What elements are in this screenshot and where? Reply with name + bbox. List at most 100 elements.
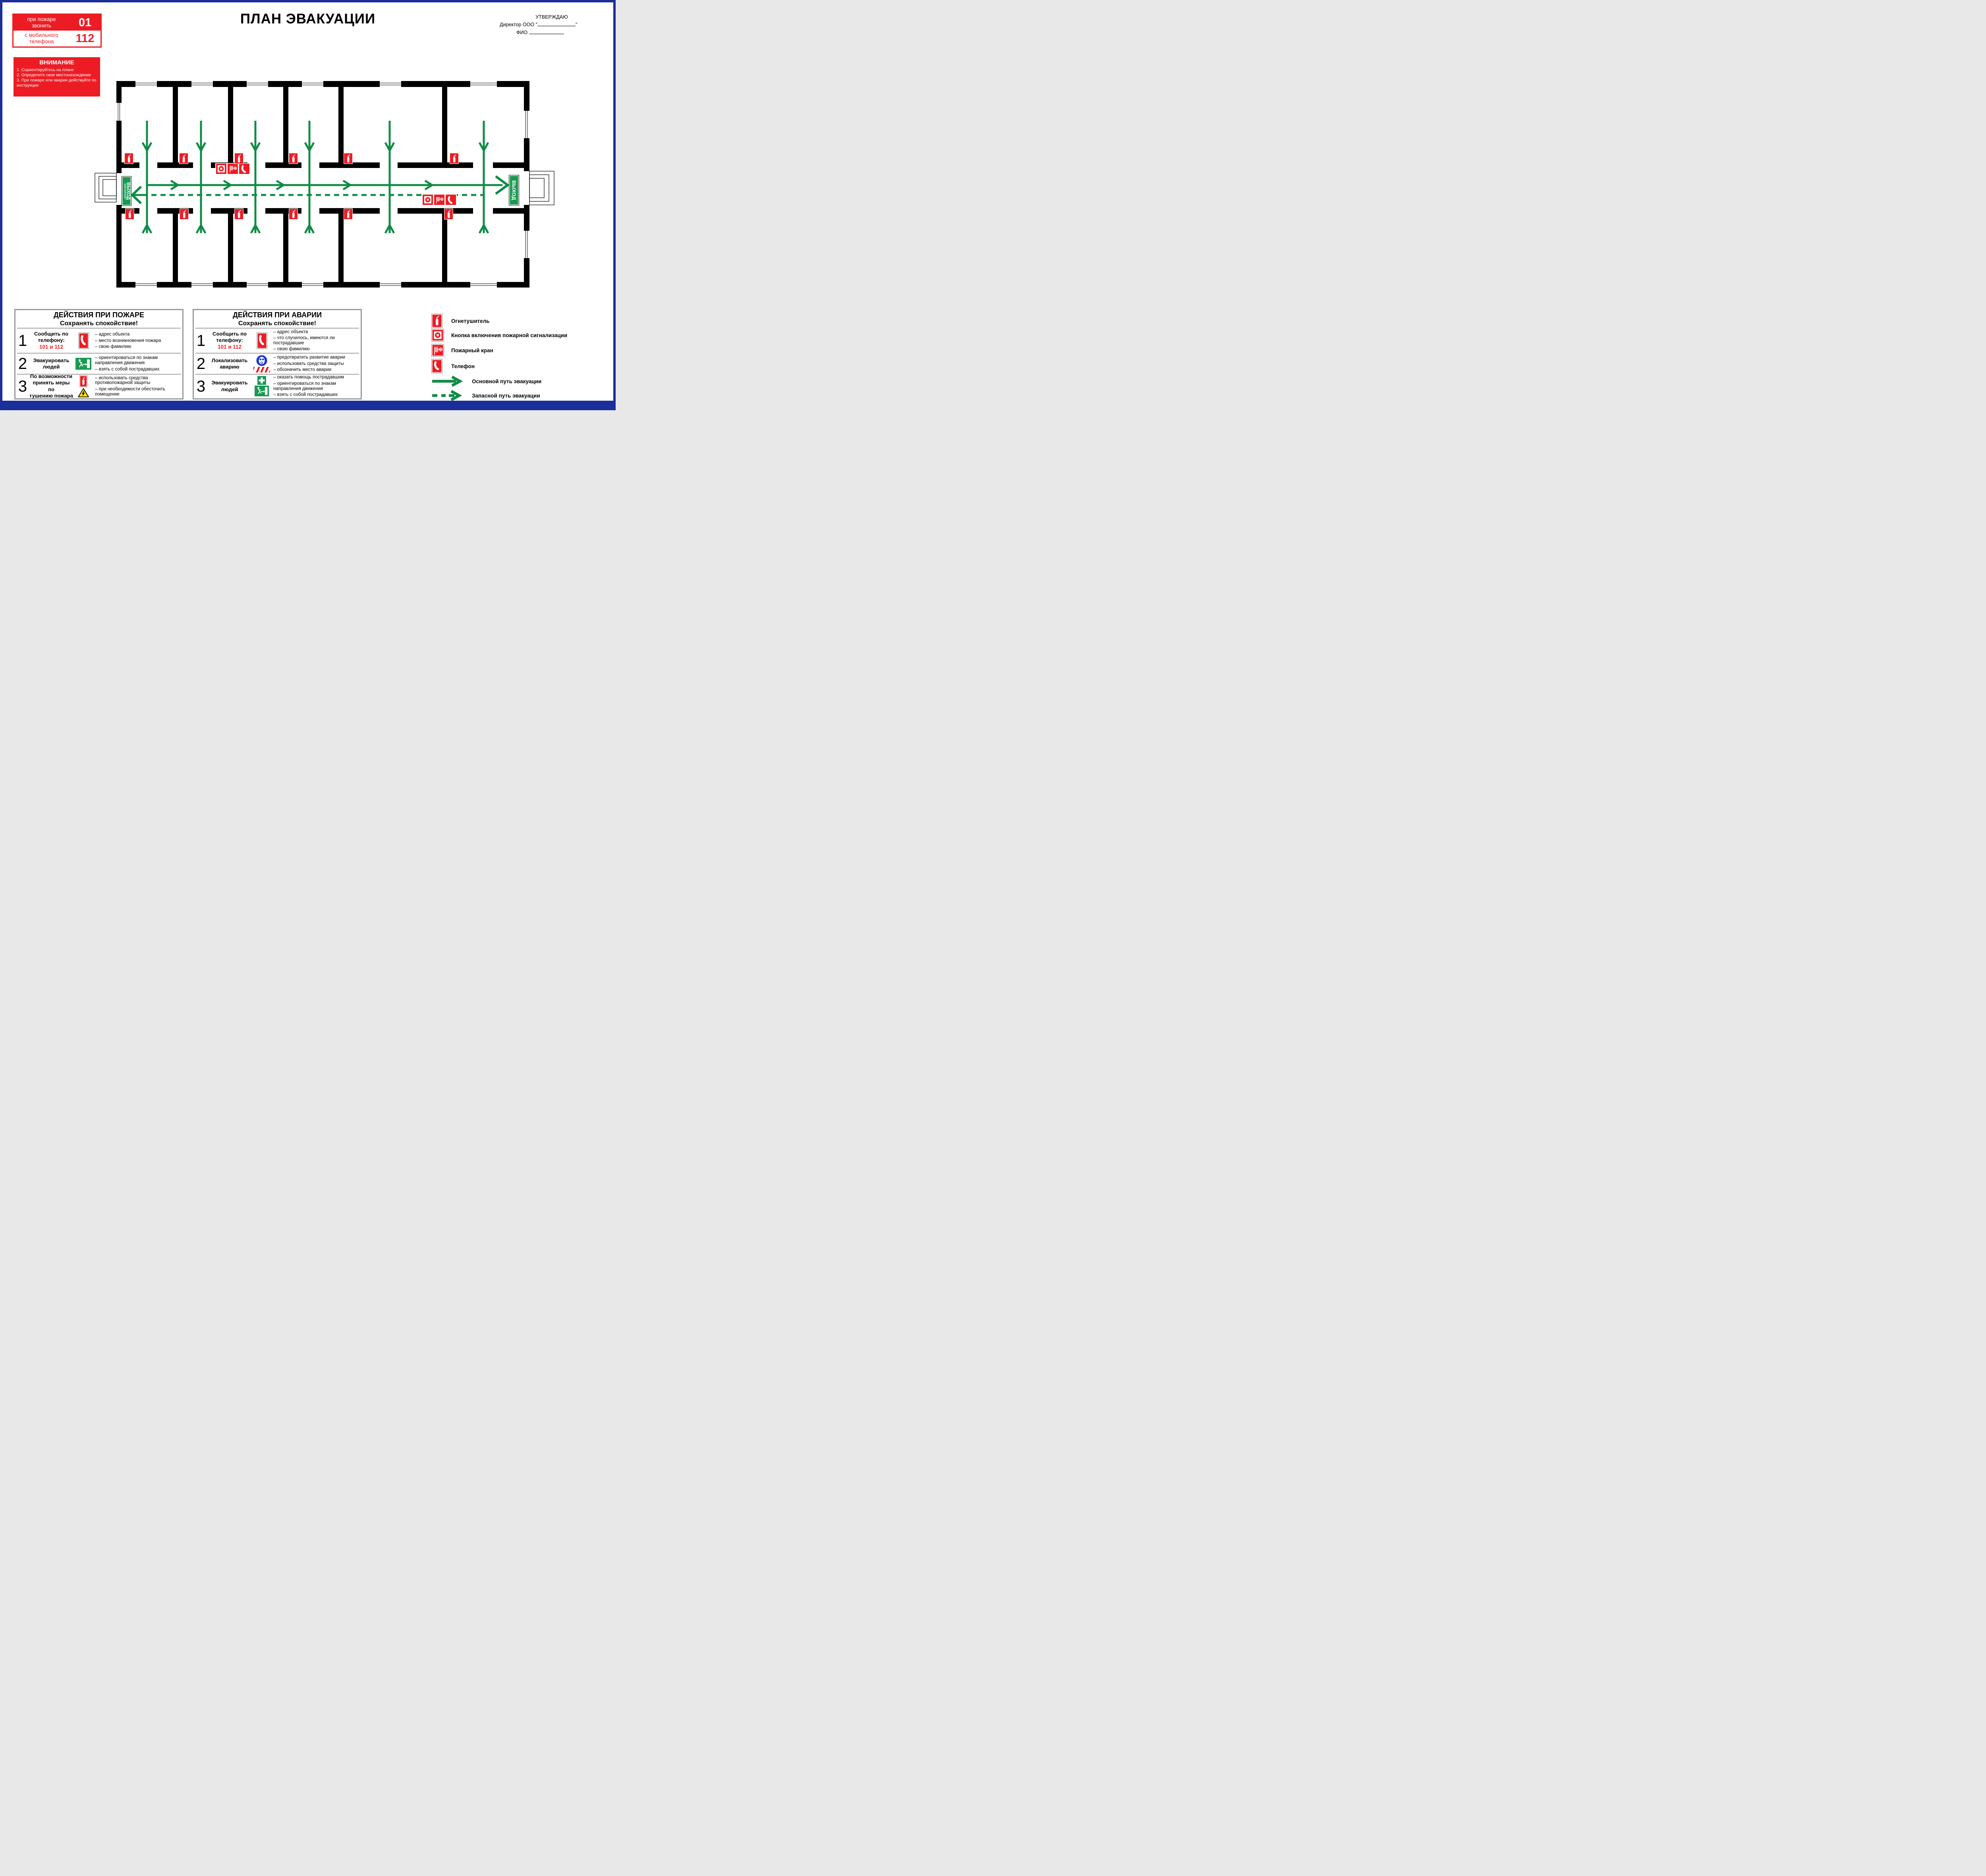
fire-extinguisher-icon bbox=[179, 152, 189, 164]
fire-extinguisher-icon bbox=[234, 152, 244, 164]
emergency-phone-box: при пожаре звонить 01 с мобильного телеф… bbox=[12, 14, 102, 48]
fire-extinguisher-icon bbox=[431, 314, 442, 328]
approval-fio-line: ФИО bbox=[516, 29, 604, 37]
fire-alarm-button-icon bbox=[431, 329, 444, 342]
attention-item: 1. Сориентируйтесь на плане bbox=[17, 68, 74, 72]
action-line: Эвакуировать bbox=[33, 357, 70, 363]
gas-mask-icon bbox=[256, 355, 267, 366]
panel-header: ДЕЙСТВИЯ ПРИ ПОЖАРЕ Сохранять спокойстви… bbox=[15, 311, 182, 327]
divider bbox=[195, 374, 359, 375]
step-item: – что случилось, имеются ли пострадавшие bbox=[273, 336, 335, 345]
legend-route-backup: Запасной путь эвакуации bbox=[431, 390, 540, 401]
panel-title: ДЕЙСТВИЯ ПРИ АВАРИИ bbox=[232, 311, 322, 319]
legend-label: Пожарный кран bbox=[451, 347, 493, 353]
step-items: – адрес объекта – место возникновения по… bbox=[93, 331, 182, 351]
action-line: телефону: bbox=[38, 337, 65, 344]
telephone-icon bbox=[446, 195, 456, 205]
accident-step-2: 2 Локализовать аварию – предотвратить ра… bbox=[195, 354, 360, 374]
attention-box: ВНИМАНИЕ 1. Сориентируйтесь на плане 2. … bbox=[14, 57, 100, 97]
telephone-icon bbox=[431, 359, 442, 373]
first-aid-icon bbox=[257, 376, 266, 385]
page-title: ПЛАН ЭВАКУАЦИИ bbox=[240, 11, 376, 27]
legend-label: Телефон bbox=[451, 363, 475, 369]
fire-extinguisher-icon bbox=[343, 208, 353, 220]
fire-step-3: 3 По возможности принять меры по тушению… bbox=[16, 373, 182, 399]
step-item: – использовать средства защиты bbox=[273, 361, 344, 366]
action-line: телефону: bbox=[216, 337, 243, 344]
fio-blank bbox=[529, 29, 564, 34]
step-icons bbox=[252, 355, 272, 372]
legend: Огнетушитель Кнопка включения пожарной с… bbox=[431, 311, 612, 401]
step-item: – обозначить место аварии bbox=[273, 367, 332, 372]
divider bbox=[17, 374, 181, 375]
mobile-call-label-line1: с мобильного bbox=[25, 32, 58, 38]
exit-sign-icon bbox=[75, 358, 91, 370]
action-line: Эвакуировать bbox=[211, 380, 248, 386]
entrance-porch-left bbox=[95, 173, 117, 203]
fire-hose-icon bbox=[227, 163, 238, 174]
phone-numbers: 101 и 112 bbox=[217, 344, 242, 350]
signature-blank bbox=[537, 21, 576, 27]
attention-item: 3. При пожаре или аварии действуйте по и… bbox=[17, 78, 97, 88]
legend-route-main: Основной путь эвакуации bbox=[431, 376, 541, 387]
action-line: Локализовать bbox=[211, 357, 248, 363]
room-exit-arrows bbox=[141, 121, 489, 234]
step-item: – свою фамилию bbox=[273, 347, 310, 352]
fire-extinguisher-icon bbox=[124, 152, 134, 164]
divider bbox=[17, 328, 181, 329]
evacuation-plan-poster: при пожаре звонить 01 с мобильного телеф… bbox=[0, 0, 616, 410]
attention-item: 2. Определите свое местонахождение bbox=[17, 73, 91, 78]
legend-item-alarm-button: Кнопка включения пожарной сигнализации bbox=[431, 329, 567, 342]
step-action: Локализовать аварию bbox=[207, 357, 252, 371]
step-item: – взять с собой пострадавших bbox=[273, 392, 338, 397]
fire-step-1: 1 Сообщить по телефону: 101 и 112 – адре… bbox=[16, 329, 182, 353]
fire-hose-icon bbox=[431, 344, 444, 357]
attention-title: ВНИМАНИЕ bbox=[39, 59, 74, 66]
step-icons bbox=[73, 358, 93, 370]
approval-block: УТВЕРЖДАЮ Директор ООО "" ФИО bbox=[500, 14, 604, 37]
fire-alarm-button-icon bbox=[423, 195, 433, 205]
fire-alarm-button-icon bbox=[216, 164, 226, 174]
fire-extinguisher-icon bbox=[79, 375, 87, 387]
legend-label: Запасной путь эвакуации bbox=[472, 392, 540, 399]
fire-hose-icon bbox=[434, 194, 445, 205]
step-items: – использовать средства противопожарной … bbox=[93, 374, 182, 398]
step-items: – ориентироваться по знакам направления … bbox=[93, 355, 182, 373]
step-item: – ориентироваться по знакам направления … bbox=[273, 381, 336, 391]
action-line: людей bbox=[221, 386, 238, 392]
phone-numbers: 101 и 112 bbox=[39, 344, 64, 350]
step-items: – адрес объекта – что случилось, имеются… bbox=[272, 328, 360, 353]
fire-extinguisher-icon bbox=[449, 152, 459, 164]
step-item: – место возникновения пожара bbox=[95, 338, 161, 343]
step-action: Сообщить по телефону: 101 и 112 bbox=[207, 331, 252, 351]
fire-extinguisher-icon bbox=[288, 152, 298, 164]
panel-header: ДЕЙСТВИЯ ПРИ АВАРИИ Сохранять спокойстви… bbox=[194, 311, 361, 327]
fire-extinguisher-icon bbox=[234, 208, 244, 220]
step-items: – оказать помощь пострадавшим – ориентир… bbox=[272, 374, 360, 399]
step-action: Сообщить по телефону: 101 и 112 bbox=[29, 331, 73, 351]
step-icons bbox=[73, 332, 93, 349]
fire-step-2: 2 Эвакуировать людей – ориентироваться п… bbox=[16, 354, 182, 374]
step-item: – использовать средства противопожарной … bbox=[95, 375, 151, 386]
action-line: Сообщить по bbox=[34, 330, 69, 337]
svg-text:ВЫХОД: ВЫХОД bbox=[511, 180, 517, 200]
telephone-icon bbox=[78, 332, 89, 349]
telephone-icon bbox=[239, 164, 249, 174]
mobile-call-label-line2: телефона bbox=[29, 39, 54, 44]
action-line: Сообщить по bbox=[212, 330, 247, 337]
floor-plan: АВАРИЙНЫЙ ВЫХОД ВЫХОД bbox=[95, 81, 554, 288]
step-action: Эвакуировать людей bbox=[207, 380, 252, 393]
step-number: 2 bbox=[196, 355, 206, 372]
step-action: Эвакуировать людей bbox=[29, 357, 73, 371]
bottom-border-bar bbox=[2, 401, 613, 408]
step-items: – предотвратить развитие аварии – исполь… bbox=[272, 354, 360, 374]
step-icons bbox=[252, 376, 272, 396]
emergency-exit-sign: АВАРИЙНЫЙ ВЫХОД bbox=[122, 176, 131, 206]
legend-item-extinguisher: Огнетушитель bbox=[431, 314, 490, 328]
step-action: По возможности принять меры по тушению п… bbox=[29, 373, 73, 399]
mobile-call-number: 112 bbox=[75, 32, 95, 45]
legend-item-fire-hose: Пожарный кран bbox=[431, 344, 493, 357]
step-number: 3 bbox=[196, 377, 206, 395]
step-icons bbox=[252, 332, 272, 349]
panel-title: ДЕЙСТВИЯ ПРИ ПОЖАРЕ bbox=[53, 311, 145, 319]
